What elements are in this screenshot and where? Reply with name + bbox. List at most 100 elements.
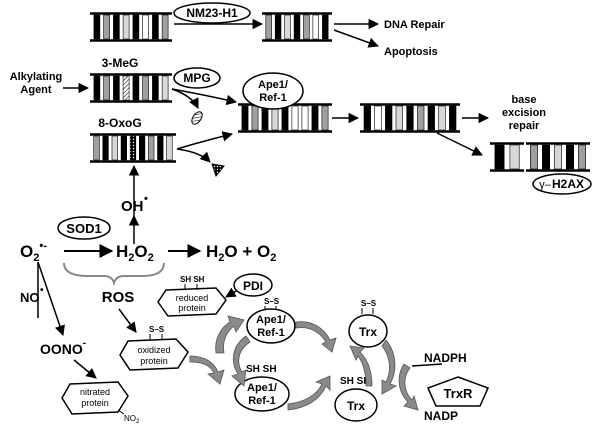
dna-base (385, 105, 393, 131)
dna-base (152, 75, 159, 101)
dna-base (161, 75, 169, 101)
trx-oxidized-ss: S–S (361, 299, 377, 308)
dna-base (406, 105, 414, 131)
trx-oxidized-label: Trx (359, 325, 377, 339)
dna-strand-ape1-left (238, 103, 332, 133)
reduced-protein-label-2: protein (178, 303, 206, 313)
dna-base (148, 135, 155, 161)
dna-base (241, 105, 249, 131)
trx-oxidized-node: S–S Trx (348, 299, 388, 348)
nm23-h1-label: NM23-H1 (186, 6, 238, 20)
dna-base (139, 135, 146, 161)
dna-base (321, 105, 329, 131)
nitrated-protein: nitrated protein NO2 (61, 381, 140, 425)
base-excision-label-2: excision (502, 107, 546, 119)
dna-strand-ape1-right (360, 103, 460, 133)
sod1-node: SOD1 (57, 216, 111, 240)
trxr-node: TrxR (426, 376, 490, 407)
oh-dot: • (144, 193, 148, 205)
reduced-protein: SH SH reduced protein (157, 275, 227, 317)
gray-arrow-protein-return (189, 355, 225, 385)
mpg-label: MPG (183, 71, 210, 85)
dna-base (284, 14, 291, 40)
dna-base (438, 105, 446, 131)
dna-base (312, 14, 319, 40)
dna-base (293, 14, 301, 40)
mpg-node: MPG (173, 67, 221, 89)
dna-base (281, 105, 289, 131)
released-3meg-arrow (171, 88, 199, 109)
dna-base (301, 105, 309, 131)
no-dot: • (40, 285, 44, 296)
dna-strand-dsb-right (526, 142, 590, 172)
no-label: NO (20, 290, 40, 305)
ros-label: ROS (102, 289, 135, 306)
dna-repair-label: DNA Repair (384, 19, 445, 31)
oxidized-protein-ss: S–S (149, 325, 165, 334)
nm23-h1-node: NM23-H1 (173, 2, 251, 24)
dna-base (577, 144, 586, 170)
pdi-node: PDI (233, 273, 273, 297)
dna-base (363, 105, 371, 131)
dna-strand-dsb-left (490, 142, 524, 172)
dna-base (152, 14, 159, 40)
dna-base (113, 14, 120, 40)
dna-base (251, 105, 259, 131)
dna-base (166, 135, 173, 161)
no2-label: NO2 (124, 414, 140, 425)
dna-base (111, 135, 118, 161)
h2ax-gamma: γ– (539, 179, 552, 191)
ros-bracket (63, 262, 165, 287)
dna-base (122, 14, 130, 40)
nadp-label: NADP (424, 409, 458, 423)
dna-base (261, 105, 269, 131)
nadph-line (411, 363, 443, 367)
trx-reduced-sh: SH SH (340, 376, 371, 387)
ape1-oxidized-label-2: Ref-1 (257, 327, 285, 339)
dna-base (157, 135, 164, 161)
ape1-reduced-sh: SH SH (246, 364, 277, 375)
ape1-oxidized-ss: S–S (264, 297, 280, 306)
dna-base (565, 144, 574, 170)
dna-base (103, 14, 110, 40)
dna-base (129, 135, 137, 161)
oxidized-protein-label-1: oxidized (137, 345, 170, 355)
dna-base (374, 105, 382, 131)
three-meg-label: 3-MeG (102, 56, 139, 70)
nadph-label: NADPH (424, 351, 467, 365)
dsb-arrow (436, 132, 483, 156)
dna-base (553, 144, 562, 170)
alkylating-label-1: Alkylating (10, 71, 63, 83)
dna-base (494, 144, 505, 170)
dna-base (427, 105, 435, 131)
gray-arrow-trx-up (349, 345, 373, 387)
sod1-label: SOD1 (66, 221, 101, 236)
apoptosis-arrow (333, 29, 379, 48)
h2ax-label: H2AX (552, 177, 584, 191)
dna-base (303, 14, 310, 40)
base-excision-label-1: base (511, 94, 536, 106)
ros-to-oxidized-arrow (118, 308, 137, 333)
ape1-top-label-1: Ape1/ (258, 79, 288, 91)
ape1-top-node: Ape1/ Ref-1 (242, 72, 304, 110)
dna-base (93, 14, 101, 40)
peroxynitrite-label: OONO- (40, 338, 86, 357)
dna-base (122, 75, 130, 101)
trx-reduced-node: SH SH Trx (334, 376, 378, 422)
nitrated-protein-label-1: nitrated (80, 387, 110, 397)
ape1-top-label-2: Ref-1 (259, 92, 287, 104)
dna-base (322, 14, 329, 40)
pdi-arrow (225, 287, 237, 298)
released-oxog-arrow (176, 148, 211, 163)
dna-base (120, 135, 127, 161)
trx-reduced-label: Trx (347, 399, 365, 413)
h2ax-node: γ– H2AX (532, 173, 592, 195)
dna-base (161, 14, 169, 40)
released-oxog-base (211, 163, 225, 178)
dna-base (93, 75, 101, 101)
dna-base (132, 75, 140, 101)
oxidized-protein-label-2: protein (140, 356, 168, 366)
gray-arrow-trx-to-ape1 (295, 321, 337, 353)
dna-base (529, 144, 538, 170)
dna-base (132, 14, 140, 40)
